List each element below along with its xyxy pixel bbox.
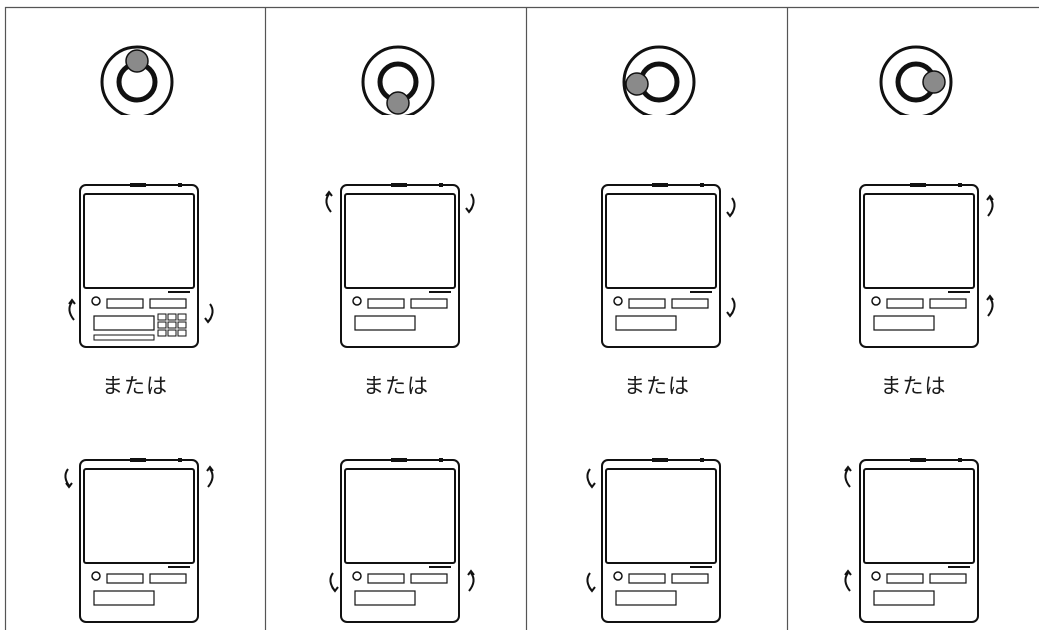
column-bubble-bottom: または <box>266 0 526 630</box>
level-bubble-left-icon <box>622 45 696 115</box>
scale-pattern-a <box>830 180 1010 355</box>
column-bubble-left: または <box>527 0 787 630</box>
weighing-scale-icon <box>325 183 475 348</box>
or-label: または <box>102 374 168 398</box>
weighing-scale-icon <box>586 458 721 623</box>
scale-pattern-b <box>50 455 230 630</box>
or-label: または <box>880 374 947 398</box>
weighing-scale-icon <box>601 183 736 348</box>
scale-pattern-a <box>572 180 752 355</box>
weighing-scale-icon <box>859 183 994 348</box>
scale-pattern-b <box>311 455 491 630</box>
column-bubble-top: または <box>5 0 265 630</box>
column-bubble-right: または <box>788 0 1039 630</box>
or-label: または <box>363 374 429 398</box>
weighing-scale-icon <box>64 458 214 623</box>
level-bubble-right-icon <box>879 45 953 115</box>
scale-pattern-b <box>572 455 752 630</box>
scale-pattern-a <box>311 180 491 355</box>
weighing-scale-icon <box>68 183 214 348</box>
level-bubble-bottom-icon <box>361 45 435 115</box>
level-bubble-top-icon <box>100 45 174 115</box>
weighing-scale-icon <box>844 458 979 623</box>
scale-pattern-b <box>830 455 1010 630</box>
scale-pattern-a <box>50 180 230 355</box>
or-label: または <box>624 374 690 398</box>
weighing-scale-icon <box>329 458 475 623</box>
